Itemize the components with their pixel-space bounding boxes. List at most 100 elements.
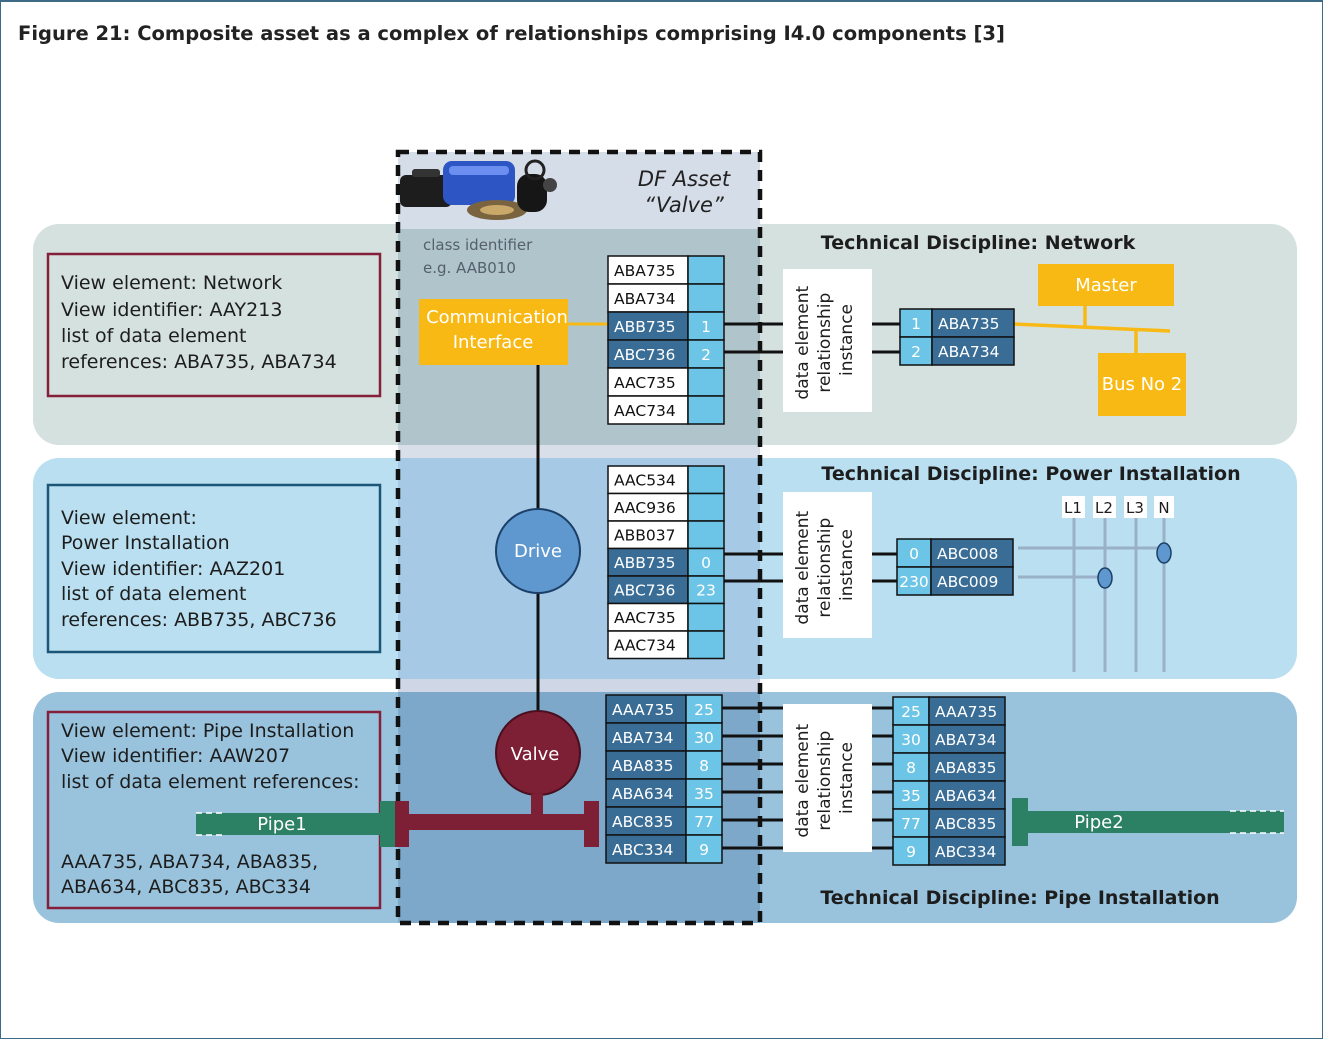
relationship-label-line: data element bbox=[793, 723, 813, 837]
data-element-value-cell bbox=[687, 547, 725, 577]
data-element-value-cell bbox=[687, 367, 725, 397]
discipline-power: Technical Discipline: Power Installation bbox=[821, 463, 1240, 485]
data-element-value: 2 bbox=[701, 346, 711, 364]
data-element-id: AAC936 bbox=[614, 499, 676, 517]
asset-name-line1: DF Asset bbox=[638, 167, 731, 191]
class-id-line2: e.g. AAB010 bbox=[423, 259, 516, 277]
target-id-cell bbox=[928, 836, 1006, 866]
master-label: Master bbox=[1075, 275, 1137, 296]
target-id: ABA734 bbox=[935, 731, 996, 749]
relationship-label-line: relationship bbox=[815, 518, 835, 618]
phase-labels: L1 L2 L3 N bbox=[1062, 496, 1174, 518]
data-element-id: ABC736 bbox=[614, 582, 675, 600]
class-id-line1: class identifier bbox=[423, 236, 533, 254]
data-element-id-cell bbox=[605, 834, 687, 864]
pipe2-label: Pipe2 bbox=[1074, 812, 1123, 833]
power-view-line: list of data element bbox=[61, 583, 246, 605]
data-element-value: 1 bbox=[701, 318, 711, 336]
bus-box bbox=[1098, 353, 1186, 416]
data-element-value: 23 bbox=[696, 582, 716, 600]
data-element-value-cell bbox=[687, 492, 725, 522]
power-view-line: View identifier: AAZ201 bbox=[61, 558, 285, 580]
relationship-box-power: data element relationship instance bbox=[783, 492, 872, 638]
data-element-value-cell bbox=[687, 575, 725, 605]
power-table-row: AAC735 bbox=[607, 602, 725, 632]
pipe1 bbox=[196, 801, 395, 847]
data-element-id: ABC835 bbox=[612, 813, 673, 831]
data-element-id: AAC734 bbox=[614, 637, 676, 655]
network-table-row: AAC735 bbox=[607, 367, 725, 397]
phase-label: L2 bbox=[1095, 499, 1113, 517]
data-element-value-cell bbox=[685, 806, 723, 836]
power-view-text: View element: Power Installation View id… bbox=[61, 507, 337, 631]
target-value-cell bbox=[896, 566, 932, 596]
power-table-row: AAC734 bbox=[607, 630, 725, 660]
target-id: ABA634 bbox=[935, 787, 996, 805]
target-id-cell bbox=[930, 538, 1014, 568]
power-table-row: ABB037 bbox=[607, 520, 725, 550]
pipe-view-line: list of data element references: bbox=[61, 771, 360, 793]
relationship-label-line: relationship bbox=[815, 731, 835, 831]
phase-label: N bbox=[1158, 499, 1169, 517]
data-element-id: ABB735 bbox=[614, 554, 675, 572]
target-id: AAA735 bbox=[935, 703, 997, 721]
relationship-label-line: data element bbox=[793, 285, 813, 399]
power-view-line: Power Installation bbox=[61, 532, 230, 554]
pipe-view-text: View element: Pipe Installation View ide… bbox=[61, 720, 366, 898]
data-element-value-cell bbox=[687, 630, 725, 660]
target-value-cell bbox=[892, 696, 930, 726]
target-value: 230 bbox=[899, 573, 929, 591]
network-view-line: references: ABA735, ABA734 bbox=[61, 351, 337, 373]
comm-interface-line2: Interface bbox=[453, 332, 534, 353]
data-element-id: AAC534 bbox=[614, 472, 676, 490]
pipe-view-line: View element: Pipe Installation bbox=[61, 720, 354, 742]
figure-title: Figure 21: Composite asset as a complex … bbox=[18, 22, 1005, 45]
target-value: 1 bbox=[911, 315, 921, 333]
data-element-id: ABA735 bbox=[614, 262, 675, 280]
data-element-id: AAA735 bbox=[612, 701, 674, 719]
data-element-id-cell bbox=[607, 520, 689, 550]
phase-label: L1 bbox=[1064, 499, 1082, 517]
data-element-id-cell bbox=[605, 778, 687, 808]
drive-circle bbox=[495, 508, 581, 594]
target-value-cell bbox=[892, 752, 930, 782]
data-element-id: ABC736 bbox=[614, 346, 675, 364]
relationship-label-line: instance bbox=[837, 529, 857, 601]
data-element-id-cell bbox=[607, 492, 689, 522]
network-view-line: View element: Network bbox=[61, 272, 282, 294]
data-element-value-cell bbox=[687, 311, 725, 341]
data-element-value: 9 bbox=[699, 841, 709, 859]
target-id: ABA835 bbox=[935, 759, 996, 777]
valve-label: Valve bbox=[511, 744, 560, 765]
relationship-label-line: instance bbox=[837, 304, 857, 376]
svg-text:data element relationshi: data element relationship instance bbox=[793, 718, 857, 837]
target-id: ABC008 bbox=[937, 545, 998, 563]
network-table-row: AAC734 bbox=[607, 395, 725, 425]
asset-boundary bbox=[395, 149, 763, 926]
view-box-network: View element: Network View identifier: A… bbox=[46, 252, 382, 398]
data-element-id: AAC735 bbox=[614, 609, 676, 627]
pipe2 bbox=[1012, 798, 1284, 846]
relationship-box-pipe: data element relationship instance bbox=[783, 704, 872, 852]
data-element-value-cell bbox=[687, 255, 725, 285]
data-element-id: ABA835 bbox=[612, 757, 673, 775]
target-id-cell bbox=[930, 566, 1014, 596]
data-element-value-cell bbox=[687, 395, 725, 425]
communication-interface-box bbox=[419, 299, 568, 365]
data-element-value-cell bbox=[687, 283, 725, 313]
target-value: 30 bbox=[901, 731, 921, 749]
data-element-id-cell bbox=[607, 339, 689, 369]
target-value: 25 bbox=[901, 703, 921, 721]
target-id-cell bbox=[931, 308, 1015, 338]
data-element-id-cell bbox=[607, 283, 689, 313]
data-element-id: ABA734 bbox=[614, 290, 675, 308]
